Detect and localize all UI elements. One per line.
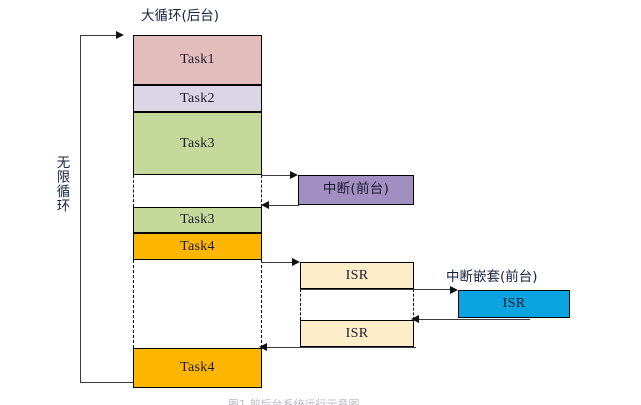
loop-bracket-top-line <box>80 35 120 37</box>
task2-block: Task2 <box>133 85 262 112</box>
infinite-loop-label: 无限循环 <box>53 155 70 213</box>
isr-return-arrowhead <box>259 342 267 351</box>
loop-bracket-top-arrowhead <box>116 30 124 39</box>
dashed-guide-left-upper <box>133 175 134 207</box>
task4-block: Task4 <box>133 233 262 260</box>
isr-enter-line <box>261 262 296 264</box>
dashed-guide-right-upper <box>261 175 262 207</box>
task3-label: Task3 <box>180 135 215 151</box>
task4-label: Task4 <box>180 238 215 254</box>
isr-first-label: ISR <box>345 267 369 283</box>
interrupt-enter-arrowhead <box>290 170 298 179</box>
isr-resume-label: ISR <box>345 325 369 341</box>
loop-bracket-left-line <box>80 35 82 383</box>
interrupt-return-arrowhead <box>261 200 269 209</box>
nested-enter-arrowhead <box>450 285 458 294</box>
interrupt-return-line <box>266 205 299 207</box>
figure-caption: 图1 前后台系统运行示意图 <box>228 398 360 405</box>
task3-block: Task3 <box>133 112 262 175</box>
interrupt-label: 中断(前台) <box>322 181 390 198</box>
interrupt-block: 中断(前台) <box>298 175 414 205</box>
loop-bracket-bottom-line <box>80 382 133 384</box>
task3-resume-block: Task3 <box>133 207 262 233</box>
isr-nested-label: ISR <box>502 296 526 311</box>
dashed-guide-isr-right <box>413 289 414 320</box>
nested-return-arrowhead <box>411 314 419 323</box>
isr-resume-block: ISR <box>300 320 414 347</box>
dashed-guide-left-lower <box>133 260 134 348</box>
task3-resume-label: Task3 <box>180 212 215 227</box>
nested-enter-line <box>300 289 455 291</box>
task4-resume-block: Task4 <box>133 348 262 388</box>
dashed-guide-isr-left <box>300 289 301 320</box>
task1-block: Task1 <box>133 35 262 85</box>
task4-resume-label: Task4 <box>180 360 215 375</box>
task2-label: Task2 <box>180 90 215 106</box>
interrupt-enter-line <box>261 175 294 177</box>
dashed-guide-right-lower <box>261 260 262 348</box>
nested-interrupt-title: 中断嵌套(前台) <box>446 269 538 285</box>
isr-nested-block: ISR <box>458 290 570 318</box>
main-loop-title: 大循环(后台) <box>141 8 220 24</box>
isr-return-line <box>266 347 416 349</box>
nested-return-line <box>418 319 530 321</box>
isr-first-block: ISR <box>300 262 414 289</box>
isr-enter-arrowhead <box>292 257 300 266</box>
task1-label: Task1 <box>180 52 215 67</box>
